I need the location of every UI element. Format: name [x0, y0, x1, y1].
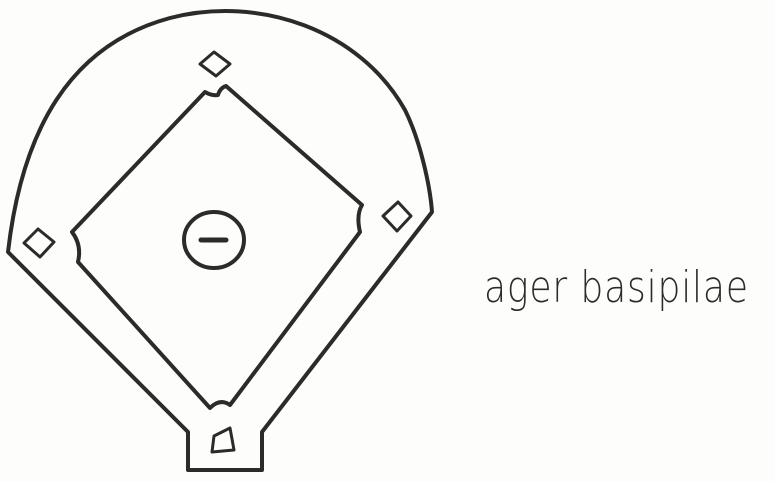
first-base: [381, 200, 413, 233]
diagram-caption: ager basipilae: [484, 262, 749, 313]
pitchers-mound: [182, 210, 246, 270]
third-base: [22, 227, 56, 259]
field-outer-boundary: [6, 9, 434, 472]
second-base: [198, 50, 232, 78]
infield-diamond: [70, 84, 364, 410]
home-plate: [210, 426, 236, 454]
